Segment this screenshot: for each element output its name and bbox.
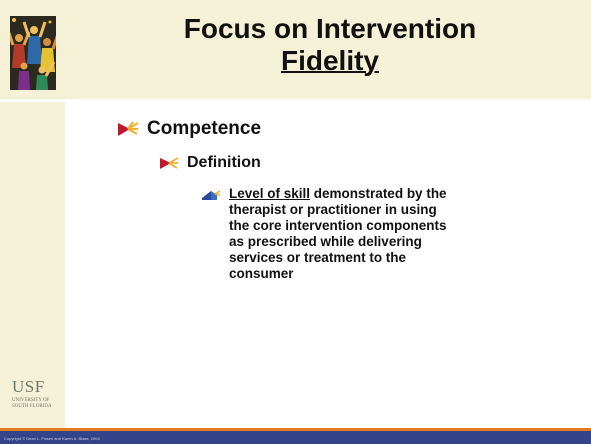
usf-logo-text: USF — [12, 377, 45, 396]
bullet-definition: Definition — [187, 154, 261, 171]
header-band — [65, 0, 591, 99]
definition-body: demonstrated by the therapist or practit… — [229, 186, 447, 281]
bullet-level3: Level of skill demonstrated by the thera… — [201, 186, 451, 282]
bullet-level2: Definition — [159, 153, 261, 175]
slide-title-line2: Fidelity — [280, 45, 379, 76]
bullet-definition-text: Level of skill demonstrated by the thera… — [229, 186, 451, 282]
sidebar: USF UNIVERSITY OF SOUTH FLORIDA — [0, 0, 65, 428]
usf-logo-line2: SOUTH FLORIDA — [12, 404, 52, 409]
arrow-flag-icon — [117, 121, 139, 142]
level-of-skill-term: Level of skill — [229, 186, 311, 201]
copyright-text: Copyright © Dean L. Fixsen and Karen A. … — [4, 436, 100, 441]
footer-bar: Copyright © Dean L. Fixsen and Karen A. … — [0, 428, 591, 444]
book-icon — [201, 188, 221, 206]
slide-body: Competence Definition Level of skill dem… — [65, 102, 591, 428]
slide-title: Focus on Intervention Fidelity — [75, 13, 585, 77]
dancing-figures-icon — [10, 16, 56, 90]
bullet-competence: Competence — [147, 118, 262, 139]
arrow-flag-icon — [159, 156, 179, 175]
slide-title-line1: Focus on Intervention — [183, 13, 477, 44]
usf-logo-line1: UNIVERSITY OF — [12, 398, 50, 403]
header-divider — [0, 99, 591, 102]
bullet-level1: Competence — [117, 118, 261, 142]
usf-logo: USF UNIVERSITY OF SOUTH FLORIDA — [12, 378, 52, 412]
